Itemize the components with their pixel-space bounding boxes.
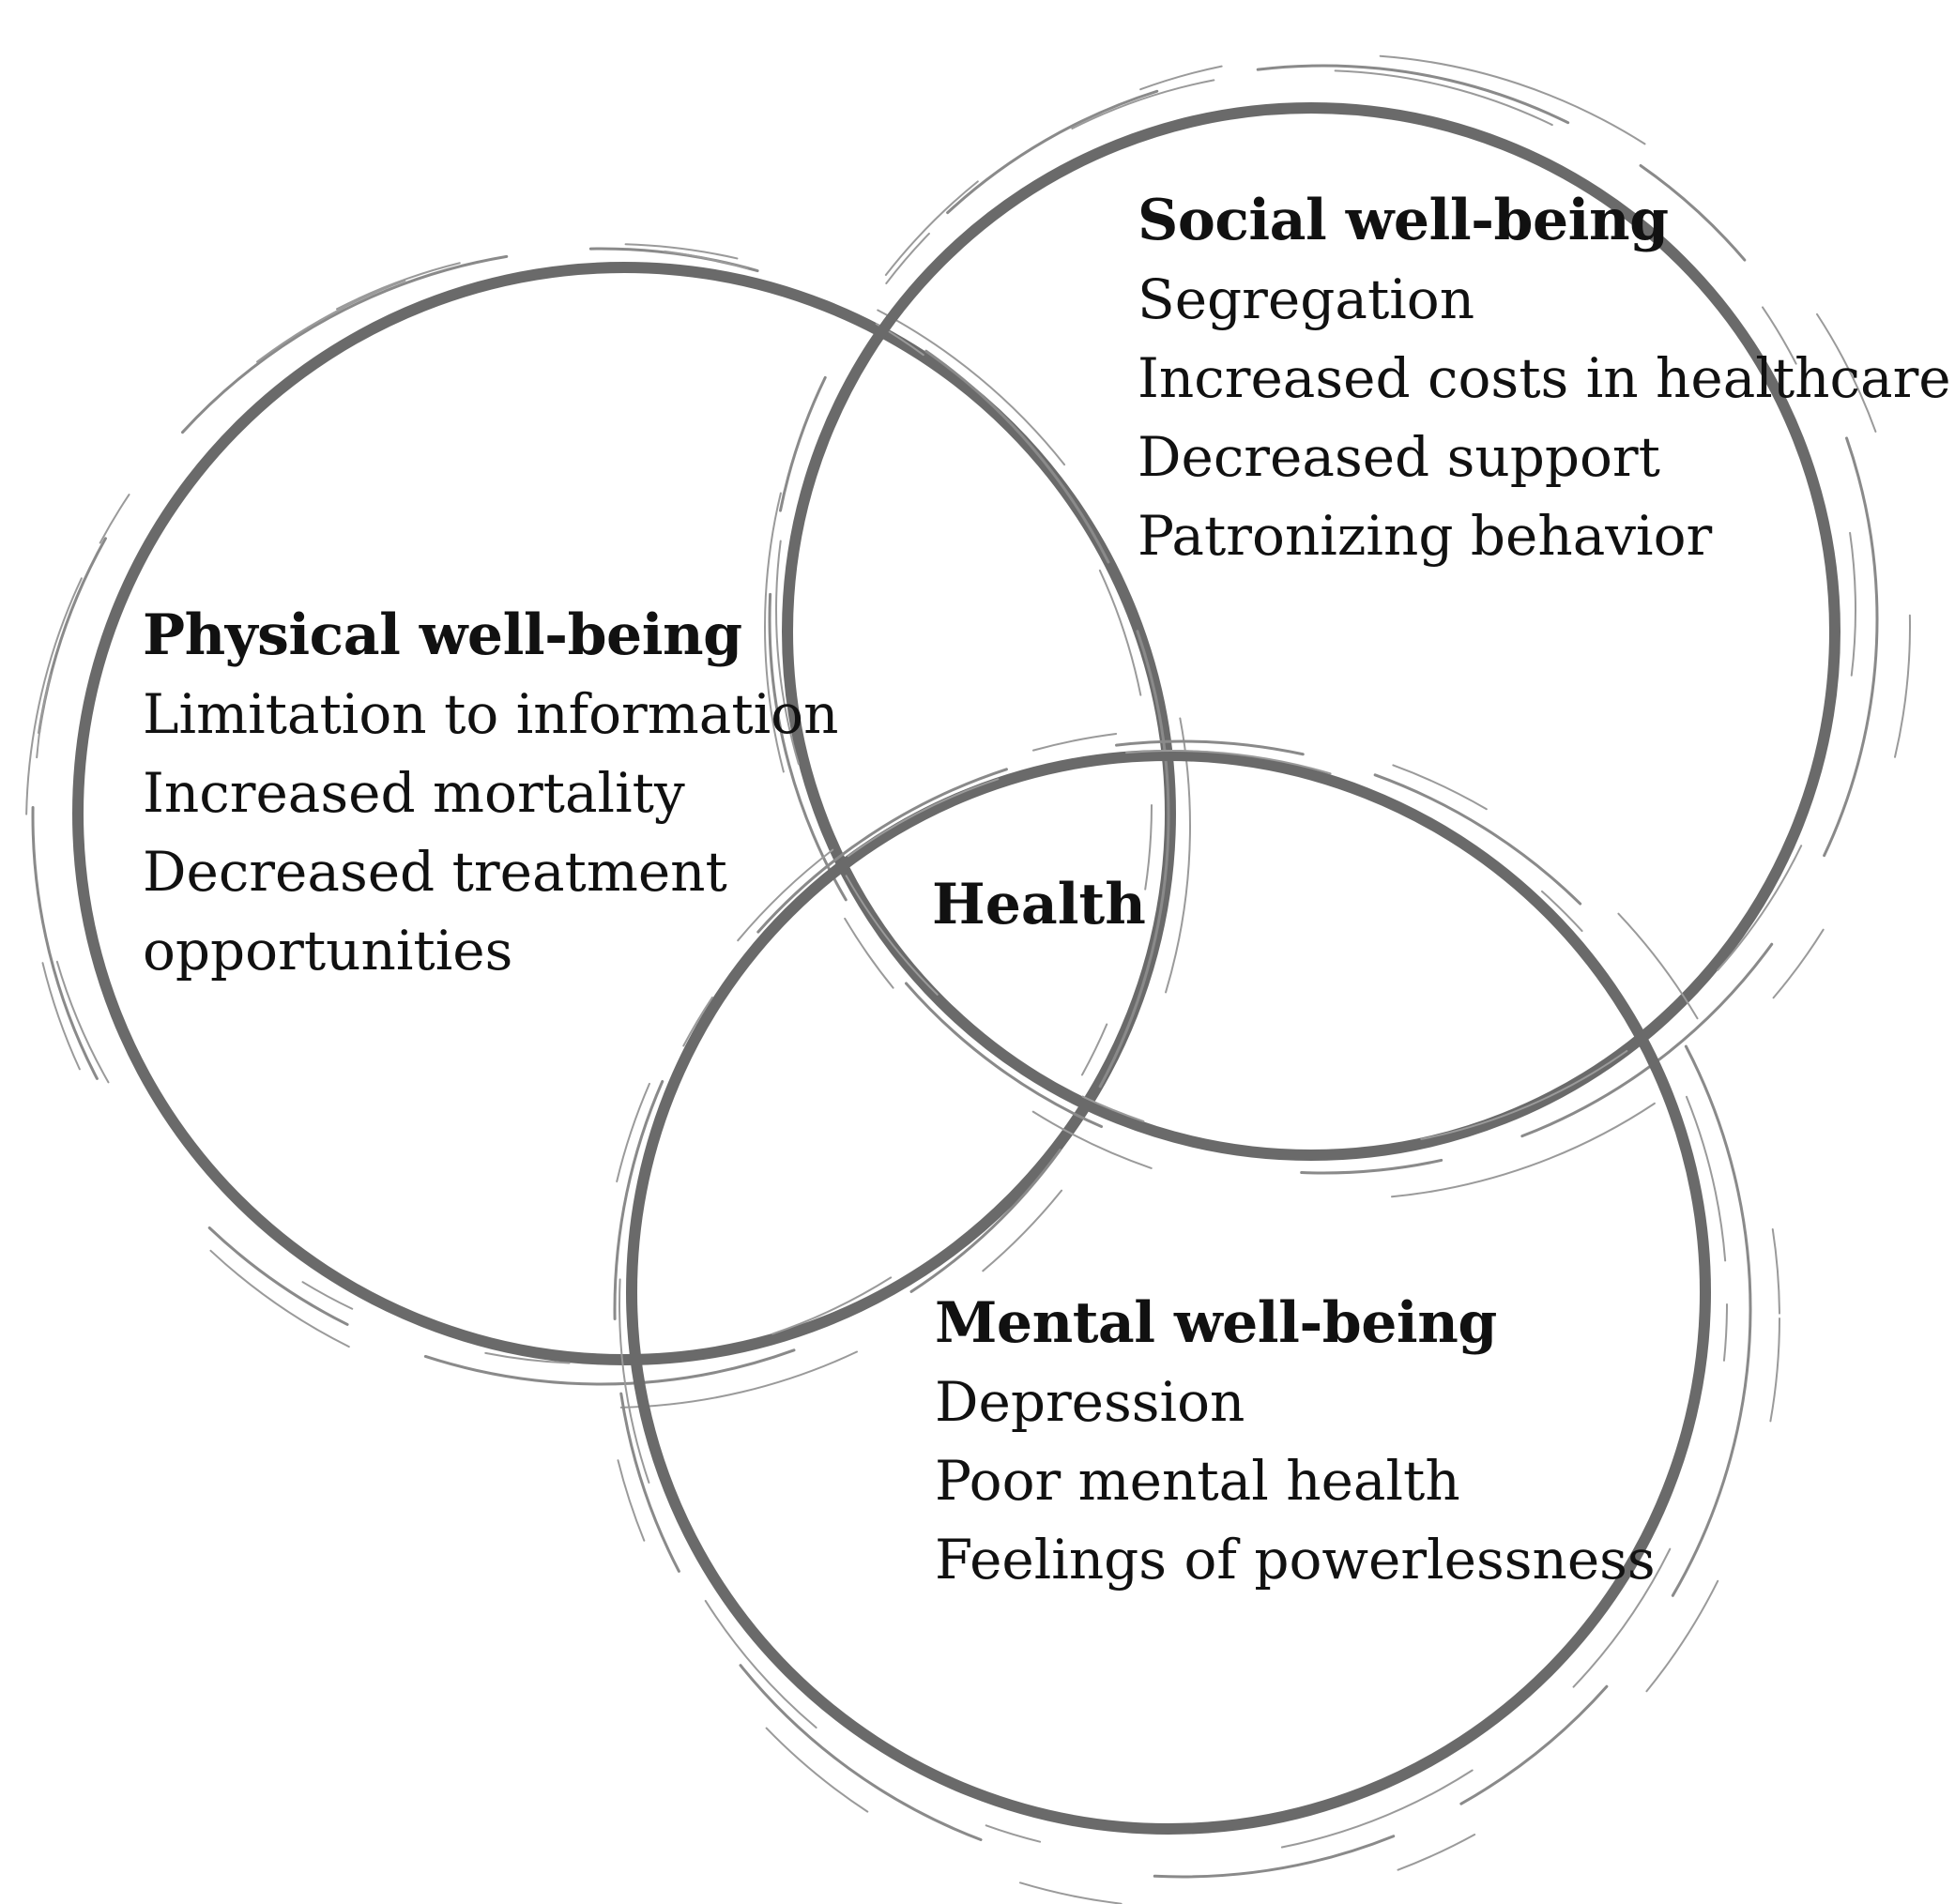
mental-item: Poor mental health <box>935 1449 1460 1513</box>
physical-well-being-label: Physical well-being Limitation to inform… <box>143 596 838 990</box>
physical-circle <box>25 243 1191 1409</box>
social-item: Segregation <box>1138 267 1475 331</box>
mental-title: Mental well-being <box>935 1290 1497 1356</box>
health-center-label: Health <box>932 872 1146 937</box>
social-item: Patronizing behavior <box>1138 504 1713 568</box>
mental-item: Feelings of powerlessness <box>935 1528 1656 1592</box>
physical-title: Physical well-being <box>143 602 742 668</box>
physical-item: Decreased treatment <box>143 840 727 904</box>
social-title: Social well-being <box>1138 188 1669 253</box>
social-circle <box>764 53 1911 1200</box>
physical-item: Limitation to information <box>143 682 839 746</box>
social-item: Decreased support <box>1138 425 1660 489</box>
social-item: Increased costs in healthcare <box>1138 346 1951 410</box>
physical-item: opportunities <box>143 919 513 982</box>
mental-item: Depression <box>935 1370 1245 1434</box>
physical-item: Increased mortality <box>143 761 685 825</box>
mental-circle <box>600 728 1780 1904</box>
mental-well-being-label: Mental well-being Depression Poor mental… <box>935 1284 1656 1599</box>
social-well-being-label: Social well-being Segregation Increased … <box>1138 181 1951 575</box>
